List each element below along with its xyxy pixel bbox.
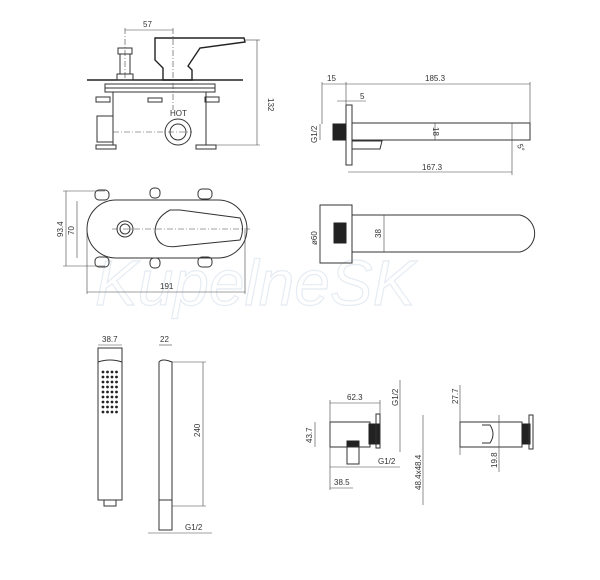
nozzle — [101, 390, 105, 394]
dim-48-4: 48.4x48.4 — [414, 454, 423, 490]
dim-d60: ø60 — [310, 231, 319, 245]
nozzle — [101, 400, 105, 404]
nozzle — [115, 405, 118, 409]
dim-185-3: 185.3 — [425, 74, 446, 83]
nozzle — [110, 400, 114, 404]
hand-shower-views: 38.7 22 240 G1/2 — [97, 335, 212, 534]
mixer-side-view: 57 HOT 132 — [87, 20, 275, 150]
dim-5-deg: 5° — [515, 143, 526, 153]
dim-22: 22 — [160, 335, 169, 344]
nozzle — [106, 395, 109, 399]
dim-43-7: 43.7 — [305, 427, 314, 443]
nozzle — [110, 410, 114, 414]
nozzle — [110, 380, 114, 384]
nozzle — [101, 380, 105, 384]
dim-19-8: 19.8 — [490, 452, 499, 468]
nozzle-grid — [101, 370, 118, 414]
dim-38-7: 38.7 — [102, 335, 118, 344]
nozzle — [106, 410, 109, 414]
dim-57: 57 — [143, 20, 152, 29]
dim-38-5: 38.5 — [334, 478, 350, 487]
nozzle — [115, 385, 118, 389]
dim-132: 132 — [266, 98, 275, 112]
nozzle — [115, 390, 118, 394]
wall-outlet-view: 62.3 G1/2 43.7 G1/2 38.5 48.4x48.4 — [305, 380, 424, 505]
nozzle — [106, 370, 109, 374]
nozzle — [110, 405, 114, 409]
nozzle — [110, 390, 114, 394]
nozzle — [101, 385, 105, 389]
dim-240: 240 — [193, 423, 202, 437]
nozzle — [110, 395, 114, 399]
nozzle — [106, 375, 109, 379]
nozzle — [101, 405, 105, 409]
nozzle — [110, 370, 114, 374]
dim-27-7: 27.7 — [451, 388, 460, 404]
nozzle — [106, 380, 109, 384]
nozzle — [115, 380, 118, 384]
nozzle — [106, 385, 109, 389]
nozzle — [101, 395, 105, 399]
watermark: KupelneSK — [95, 247, 419, 319]
dim-g12-shower: G1/2 — [185, 523, 203, 532]
dim-70: 70 — [67, 226, 76, 235]
nozzle — [106, 390, 109, 394]
nozzle — [115, 395, 118, 399]
spout-top-view: ø60 38 — [310, 204, 536, 264]
dim-167-3: 167.3 — [422, 163, 443, 172]
dim-93-4: 93.4 — [56, 221, 65, 237]
dim-g12-spout: G1/2 — [310, 125, 319, 143]
nozzle — [101, 375, 105, 379]
shower-holder-view: 27.7 19.8 — [451, 385, 534, 472]
nozzle — [115, 370, 118, 374]
hot-label: HOT — [170, 109, 187, 118]
nozzle — [101, 410, 105, 414]
dim-5: 5 — [360, 92, 365, 101]
dim-g12-outlet: G1/2 — [378, 457, 396, 466]
dim-15: 15 — [327, 74, 336, 83]
nozzle — [110, 375, 114, 379]
nozzle — [110, 385, 114, 389]
nozzle — [101, 370, 105, 374]
nozzle — [106, 405, 109, 409]
dim-18: 18 — [431, 127, 440, 136]
dim-191: 191 — [160, 282, 174, 291]
dim-62-3: 62.3 — [347, 393, 363, 402]
nozzle — [106, 400, 109, 404]
nozzle — [115, 410, 118, 414]
dim-38: 38 — [374, 229, 383, 238]
spout-side-view: 15 185.3 5 G1/2 18 5° 167.3 — [310, 74, 531, 175]
nozzle — [115, 400, 118, 404]
dim-g12-top: G1/2 — [391, 388, 400, 406]
mixer-front-view: 93.4 70 191 — [56, 187, 250, 294]
nozzle — [115, 375, 118, 379]
